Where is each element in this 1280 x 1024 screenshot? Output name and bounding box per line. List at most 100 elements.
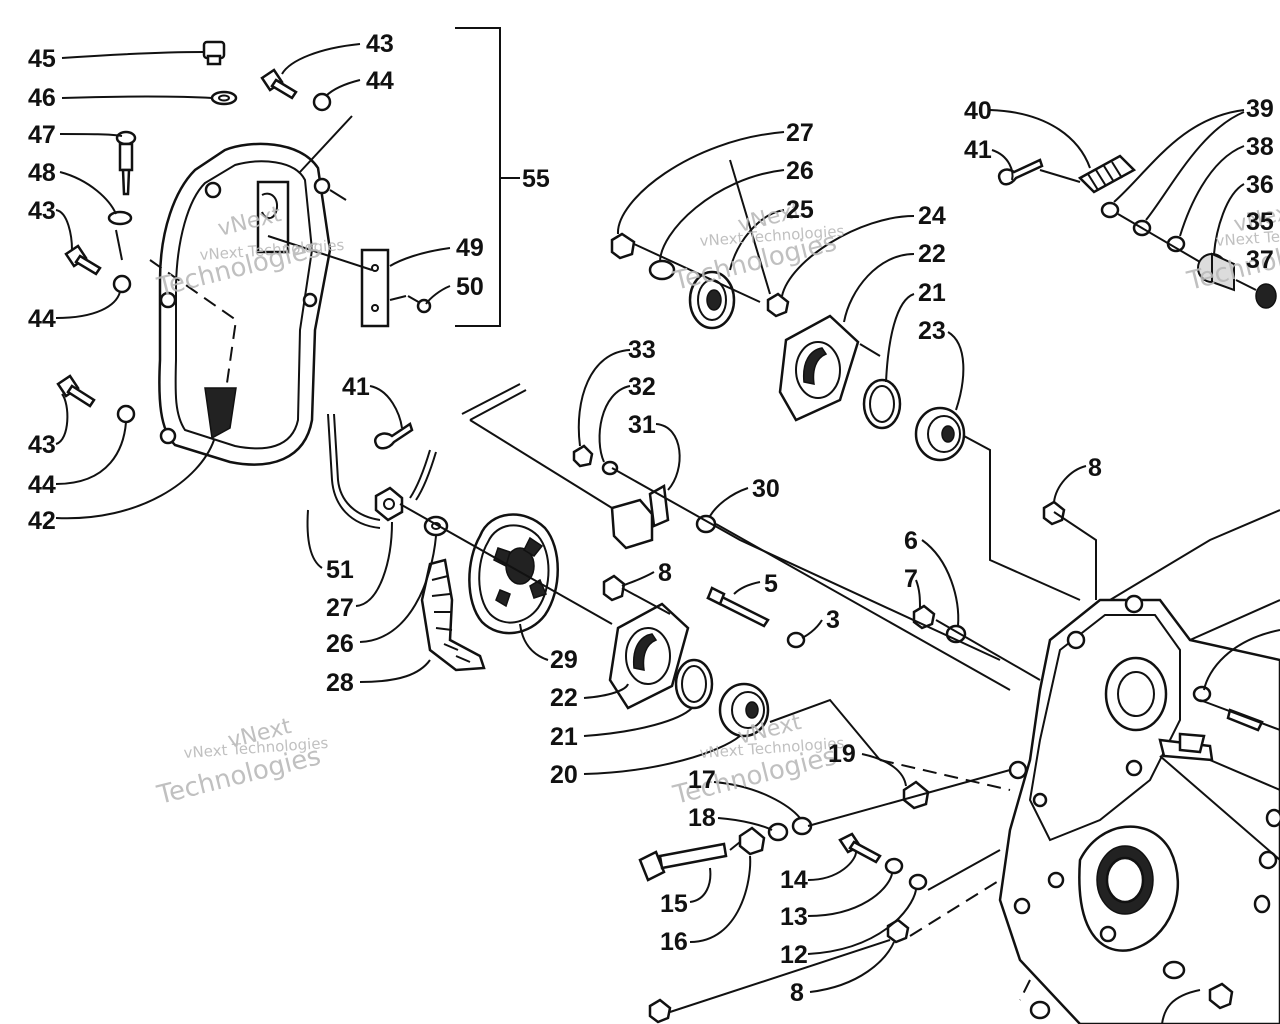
part-label: 29 bbox=[550, 646, 578, 674]
washer-32 bbox=[601, 460, 619, 476]
part-label: 48 bbox=[28, 159, 56, 187]
bearing-flange-22-lower bbox=[608, 602, 690, 710]
nut-8-bottom bbox=[648, 998, 672, 1024]
bushing-36 bbox=[1197, 252, 1235, 292]
part-label: 41 bbox=[964, 136, 992, 164]
part-label: 44 bbox=[28, 305, 56, 333]
part-label: 12 bbox=[780, 941, 808, 969]
nut-33 bbox=[572, 444, 594, 468]
part-label: 32 bbox=[628, 373, 656, 401]
bolt-43-low bbox=[56, 374, 96, 408]
part-label: 24 bbox=[918, 202, 946, 230]
o-ring-48 bbox=[107, 210, 133, 226]
part-label: 16 bbox=[660, 928, 688, 956]
part-label: 44 bbox=[28, 471, 56, 499]
part-label: 33 bbox=[628, 336, 656, 364]
part-label: 36 bbox=[1246, 171, 1274, 199]
part-label: 21 bbox=[918, 279, 946, 307]
part-label: 15 bbox=[660, 890, 688, 918]
part-label: 30 bbox=[752, 475, 780, 503]
part-labels: 45 46 47 48 43 44 43 44 43 44 42 55 49 5… bbox=[28, 30, 1274, 1007]
washer-18 bbox=[767, 822, 789, 842]
part-label: 45 bbox=[28, 45, 56, 73]
part-label: 3 bbox=[826, 606, 840, 634]
part-label: 44 bbox=[366, 67, 394, 95]
part-label: 26 bbox=[786, 157, 814, 185]
part-label: 42 bbox=[28, 507, 56, 535]
star-washer-44-top bbox=[312, 92, 332, 112]
part-label: 19 bbox=[828, 740, 856, 768]
nut-16 bbox=[738, 826, 766, 856]
part-label: 18 bbox=[688, 804, 716, 832]
bolt-43-mid bbox=[64, 244, 102, 276]
cotter-pin-41-right bbox=[997, 158, 1044, 186]
o-ring-46 bbox=[210, 90, 238, 106]
chaincase-cover bbox=[158, 142, 332, 466]
bearing-20 bbox=[718, 682, 770, 738]
bolt-14 bbox=[838, 832, 882, 864]
nut-8-low bbox=[886, 918, 910, 944]
washer-bottom bbox=[1029, 1000, 1051, 1020]
part-label: 25 bbox=[786, 196, 814, 224]
sprocket-29 bbox=[468, 513, 559, 635]
tension-clip bbox=[461, 383, 527, 421]
nut-27-upper bbox=[610, 232, 636, 260]
washer-13 bbox=[884, 857, 904, 875]
chaincase-housing bbox=[998, 509, 1280, 1024]
part-label: 38 bbox=[1246, 133, 1274, 161]
part-label: 8 bbox=[658, 559, 672, 587]
washer-26-upper bbox=[648, 259, 676, 281]
part-label: 43 bbox=[366, 30, 394, 58]
part-label: 21 bbox=[550, 723, 578, 751]
part-label: 51 bbox=[326, 556, 354, 584]
part-label: 8 bbox=[790, 979, 804, 1007]
part-label: 49 bbox=[456, 234, 484, 262]
chain-28 bbox=[420, 558, 486, 672]
bearing-flange-22-upper bbox=[778, 314, 860, 422]
part-label: 43 bbox=[28, 431, 56, 459]
spring-40 bbox=[1077, 154, 1137, 194]
washer-3 bbox=[786, 631, 806, 649]
part-label: 5 bbox=[764, 570, 778, 598]
nut-8-mid bbox=[602, 574, 626, 602]
plate-49 bbox=[360, 248, 390, 328]
part-label: 13 bbox=[780, 903, 808, 931]
star-washer-44-low bbox=[116, 404, 136, 424]
part-label: 55 bbox=[522, 165, 550, 193]
nut-24 bbox=[766, 292, 790, 318]
part-label: 14 bbox=[780, 866, 808, 894]
bolt-15 bbox=[638, 842, 728, 882]
part-label: 27 bbox=[326, 594, 354, 622]
part-label: 39 bbox=[1246, 95, 1274, 123]
part-label: 17 bbox=[688, 766, 716, 794]
part-label: 28 bbox=[326, 669, 354, 697]
bushing-30 bbox=[695, 514, 717, 534]
part-label: 8 bbox=[1088, 454, 1102, 482]
part-label: 35 bbox=[1246, 208, 1274, 236]
part-label: 22 bbox=[918, 240, 946, 268]
bearing-23 bbox=[914, 406, 966, 462]
part-label: 37 bbox=[1246, 246, 1274, 274]
nut-27-left bbox=[374, 486, 404, 522]
part-label: 20 bbox=[550, 761, 578, 789]
part-label: 43 bbox=[28, 197, 56, 225]
part-label: 22 bbox=[550, 684, 578, 712]
washer-39-a bbox=[1100, 201, 1120, 219]
bolt-43-top bbox=[260, 68, 298, 100]
part-label: 41 bbox=[342, 373, 370, 401]
part-label: 26 bbox=[326, 630, 354, 658]
wire-51 bbox=[327, 413, 381, 529]
part-label: 47 bbox=[28, 121, 56, 149]
nut-19 bbox=[902, 780, 930, 810]
part-37 bbox=[1255, 283, 1277, 309]
cotter-pin-41-left bbox=[373, 422, 414, 450]
part-label: 6 bbox=[904, 527, 918, 555]
star-washer-44-mid bbox=[112, 274, 132, 294]
part-label: 40 bbox=[964, 97, 992, 125]
washer-12 bbox=[908, 873, 928, 891]
part-label: 31 bbox=[628, 411, 656, 439]
part-label: 7 bbox=[904, 565, 918, 593]
part-label: 23 bbox=[918, 317, 946, 345]
